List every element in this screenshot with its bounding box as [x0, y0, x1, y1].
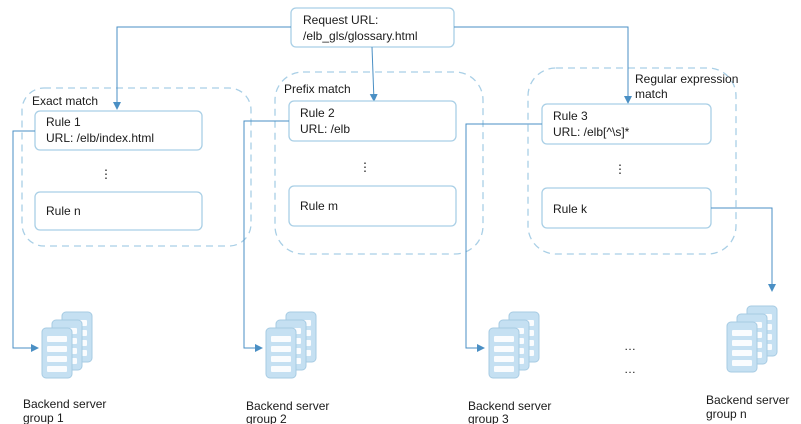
rule-k-name: Rule k	[553, 202, 588, 216]
connector-rule3-backend3	[465, 123, 542, 352]
rule-3-name: Rule 3	[553, 109, 588, 123]
backend-1-label-line1: Backend server	[23, 397, 106, 411]
connector-rule2-backend2	[243, 120, 289, 352]
server-stack-icon	[266, 312, 316, 378]
arrow-to-exact	[113, 26, 291, 110]
arrow-to-prefix	[369, 46, 378, 102]
regex-ellipsis: ⋮	[614, 162, 626, 176]
request-url-label: Request URL:	[303, 13, 378, 27]
regex-match-title-line1: Regular expression	[635, 72, 738, 86]
request-url-path: /elb_gls/glossary.html	[303, 29, 418, 43]
rule-3-url: URL: /elb[^\s]*	[553, 125, 630, 139]
connector-rule1-backend1	[12, 130, 39, 352]
rule-n-box	[34, 191, 203, 231]
regex-match-group	[527, 67, 737, 255]
exact-match-group	[21, 87, 252, 247]
rule-2-url: URL: /elb	[300, 122, 350, 136]
prefix-match-group	[274, 71, 484, 255]
regex-match-title-line2: match	[635, 87, 668, 101]
backend-3-label-line1: Backend server	[468, 399, 551, 413]
rule-m-box	[288, 185, 457, 227]
server-stack-icon	[727, 306, 777, 372]
server-stack-icon	[42, 312, 92, 378]
exact-match-title: Exact match	[32, 94, 98, 108]
server-stack-icon	[489, 312, 539, 378]
rule-1-url: URL: /elb/index.html	[46, 131, 154, 145]
rule-1-name: Rule 1	[46, 115, 81, 129]
connector-rulek-backendn	[711, 207, 776, 292]
arrow-to-regex	[454, 26, 632, 104]
prefix-match-title: Prefix match	[284, 82, 351, 96]
rule-m-name: Rule m	[300, 199, 338, 213]
rule-2-name: Rule 2	[300, 106, 335, 120]
backend-ellipsis-bottom: …	[624, 362, 636, 376]
exact-ellipsis: ⋮	[100, 167, 112, 181]
backend-n-label-line2: group n	[706, 407, 747, 421]
backend-2-label-line2: group 2	[246, 412, 287, 424]
backend-3-label-line2: group 3	[468, 412, 509, 424]
backend-1-label-line2: group 1	[23, 411, 64, 424]
rule-n-name: Rule n	[46, 204, 81, 218]
prefix-ellipsis: ⋮	[359, 160, 371, 174]
backend-ellipsis-top: …	[624, 339, 636, 353]
backend-2-label-line1: Backend server	[246, 399, 329, 413]
backend-n-label-line1: Backend server	[706, 393, 789, 407]
